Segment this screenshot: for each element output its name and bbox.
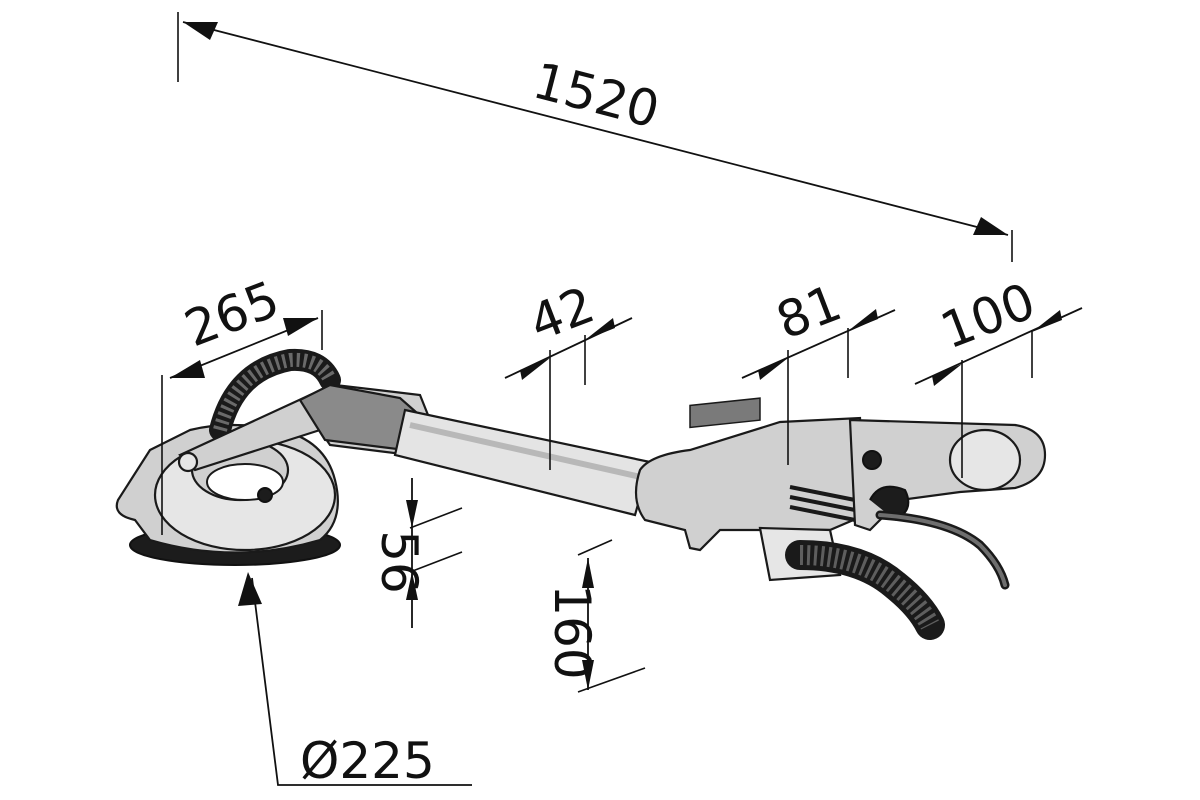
arrow-100-left [932, 364, 962, 386]
dim-text-42: 42 [522, 276, 602, 353]
dim-disc-diameter: Ø225 [238, 572, 472, 790]
ext-line-160-top [577, 539, 613, 556]
arrow-42-left [520, 358, 550, 380]
arrow-56-bottom [406, 572, 418, 600]
dim-text-1520: 1520 [527, 52, 665, 140]
dim-motor-height: 160 [543, 539, 646, 693]
tube-highlight [409, 422, 646, 481]
dim-text-225: Ø225 [300, 732, 435, 790]
rear-handle [848, 418, 1047, 532]
head-dust-hose-ribs [213, 352, 337, 432]
dim-text-56: 56 [370, 530, 428, 594]
extension-tube [393, 408, 652, 517]
dim-overall-length: 1520 [177, 12, 1013, 262]
power-cable-highlight [878, 513, 1007, 587]
ext-line-160-bottom [577, 667, 646, 693]
ext-line-56-bottom [409, 551, 463, 573]
arrow-81-right [848, 309, 878, 331]
arrow-56-top [406, 500, 418, 528]
handle-knob [862, 450, 882, 470]
motor-label-plate [689, 397, 761, 429]
dim-line-1520 [182, 21, 1009, 236]
head-pivot-bolt [257, 487, 273, 503]
arrow-265-right [283, 318, 318, 336]
arrow-42-right [585, 318, 615, 340]
handle-grip-end [948, 428, 1022, 492]
arrow-1520-right [973, 217, 1008, 235]
arrow-160-top [582, 558, 594, 588]
ext-line-56-top [409, 507, 463, 529]
arrow-1520-left [183, 22, 218, 40]
arrow-160-bottom [582, 660, 594, 690]
dim-text-100: 100 [933, 272, 1043, 360]
leader-225 [251, 577, 472, 786]
dim-head-height: 56 [370, 478, 463, 628]
arm-pivot [177, 451, 199, 473]
arrow-81-left [758, 358, 788, 380]
arrow-100-right [1032, 310, 1062, 332]
motor-vent-slots [789, 485, 856, 522]
arrow-225 [238, 572, 262, 606]
drywall-sander-illustration [115, 348, 1047, 640]
dim-text-160: 160 [543, 584, 601, 679]
motor-housing [634, 397, 867, 582]
arrow-265-left [170, 360, 205, 378]
dim-text-81: 81 [769, 274, 849, 351]
extraction-hose-ribs [799, 545, 939, 630]
dim-text-265: 265 [177, 270, 287, 358]
